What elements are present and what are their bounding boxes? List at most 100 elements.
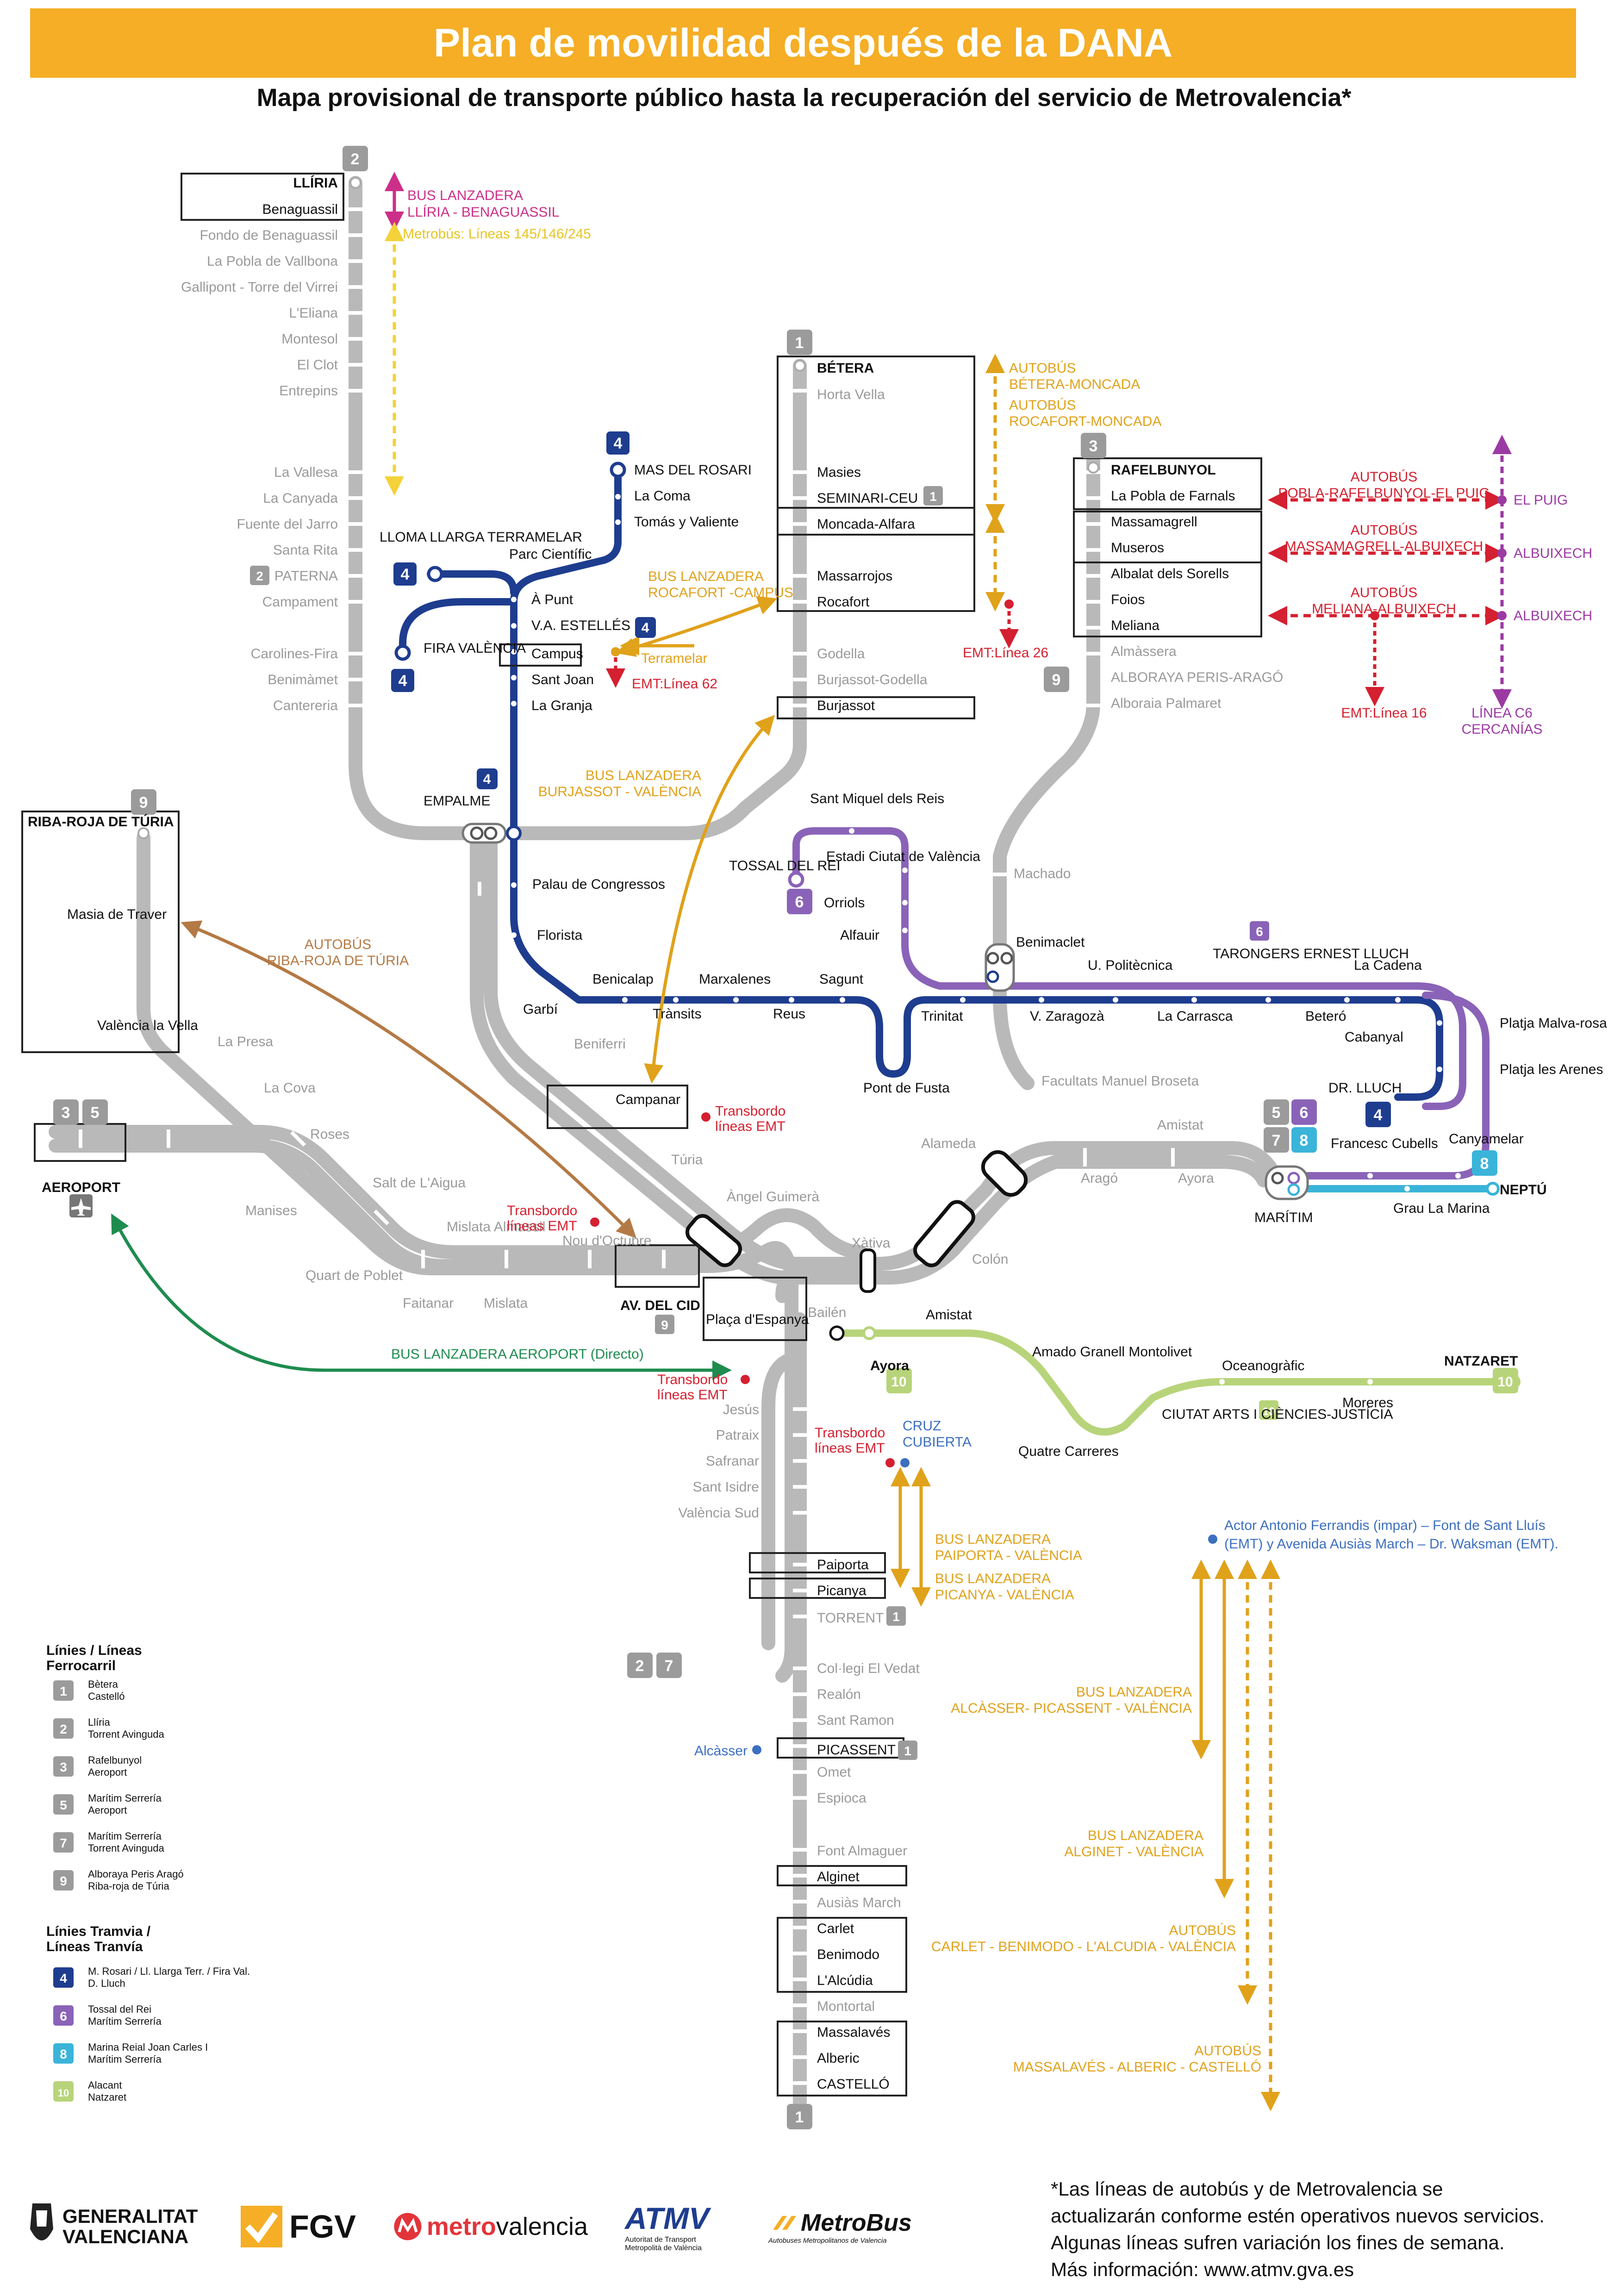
legend-text: Marítim Serrería (88, 2015, 162, 2027)
torrent-branch-track (761, 1354, 794, 1650)
svg-text:Picanya: Picanya (817, 1583, 866, 1598)
badge-l6-tarongers: 6 (1250, 921, 1269, 941)
svg-text:ROCAFORT-MONCADA: ROCAFORT-MONCADA (1009, 414, 1161, 429)
svg-text:EMT:Línea 62: EMT:Línea 62 (632, 676, 717, 692)
svg-text:2: 2 (351, 150, 360, 168)
svg-text:La Vallesa: La Vallesa (274, 465, 338, 480)
svg-text:7: 7 (60, 1836, 67, 1850)
legend-text: M. Rosari / Ll. Llarga Terr. / Fira Val. (88, 1965, 250, 1977)
badge-l4-fira: 4 (391, 669, 414, 692)
svg-text:LLÍRIA - BENAGUASSIL: LLÍRIA - BENAGUASSIL (407, 205, 559, 220)
svg-text:6: 6 (1300, 1104, 1309, 1122)
svg-text:5: 5 (1272, 1104, 1281, 1122)
svg-text:Aragó: Aragó (1081, 1171, 1118, 1186)
svg-text:Sagunt: Sagunt (819, 972, 864, 987)
title-banner: Plan de movilidad después de la DANA (30, 8, 1576, 78)
svg-text:Masies: Masies (817, 465, 861, 480)
tram-line-4 (399, 466, 1443, 1101)
svg-text:Moncada-Alfara: Moncada-Alfara (817, 517, 915, 532)
svg-text:La Carrasca: La Carrasca (1157, 1009, 1233, 1024)
badge-l4-masrosari: 4 (606, 431, 629, 455)
svg-text:MELIANA-ALBUIXECH: MELIANA-ALBUIXECH (1312, 601, 1456, 617)
svg-text:Línies / Líneas: Línies / Líneas (46, 1643, 142, 1658)
badge-l5-maritim: 5 (1264, 1099, 1289, 1125)
svg-text:Canyamelar: Canyamelar (1449, 1131, 1524, 1147)
gva-emblem-icon (30, 2203, 53, 2240)
svg-text:Ausiàs March: Ausiàs March (817, 1895, 901, 1910)
svg-text:NEPTÚ: NEPTÚ (1500, 1182, 1547, 1198)
svg-text:TORRENT: TORRENT (817, 1610, 884, 1626)
svg-text:Amistat: Amistat (926, 1307, 972, 1323)
svg-text:Parc Científic: Parc Científic (509, 547, 592, 562)
svg-text:Amistat: Amistat (1157, 1117, 1204, 1133)
svg-text:RIBA-ROJA DE TÚRIA: RIBA-ROJA DE TÚRIA (28, 814, 174, 830)
legend-badge (53, 1756, 74, 1777)
svg-text:10: 10 (891, 1374, 906, 1390)
svg-text:La Cova: La Cova (264, 1080, 316, 1096)
svg-text:CIUTAT ARTS I CIÈNCIES-JUSTÍCI: CIUTAT ARTS I CIÈNCIES-JUSTÍCIA (1162, 1407, 1393, 1422)
badge-l8-maritim: 8 (1291, 1127, 1317, 1153)
svg-text:1: 1 (929, 489, 937, 504)
svg-text:Benimaclet: Benimaclet (1016, 935, 1085, 950)
fgv-logo: FGV (241, 2190, 361, 2264)
svg-text:Plaça d'Espanya: Plaça d'Espanya (706, 1312, 809, 1327)
svg-text:PAIPORTA - VALÈNCIA: PAIPORTA - VALÈNCIA (935, 1548, 1082, 1563)
badge-l5-aeroport: 5 (82, 1099, 108, 1125)
svg-text:Quatre Carreres: Quatre Carreres (1018, 1444, 1119, 1459)
svg-text:Santa Rita: Santa Rita (273, 543, 338, 558)
emt-transfer-dot-1 (701, 1112, 711, 1122)
legend-badge (53, 1870, 74, 1890)
legend-badge (53, 1832, 74, 1853)
svg-text:La Presa: La Presa (218, 1034, 273, 1049)
svg-text:Fondo de Benaguassil: Fondo de Benaguassil (199, 228, 338, 243)
svg-text:Sant Miquel dels Reis: Sant Miquel dels Reis (810, 791, 944, 806)
badge-l1-castello: 1 (787, 2104, 812, 2129)
svg-text:Sant Ramon: Sant Ramon (817, 1713, 894, 1728)
svg-text:Benimàmet: Benimàmet (268, 672, 338, 687)
svg-text:Jesús: Jesús (723, 1402, 759, 1417)
svg-text:Àngel Guimerà: Àngel Guimerà (727, 1189, 819, 1204)
station-labels: LLÍRIA Benaguassil Fondo de Benaguassil … (28, 175, 1607, 2092)
svg-text:AV. DEL CID: AV. DEL CID (620, 1298, 700, 1313)
svg-text:Machado: Machado (1014, 866, 1071, 881)
svg-text:Rocafort: Rocafort (817, 594, 870, 610)
badge-l7-torrent: 7 (656, 1653, 682, 1678)
badge-l6-maritim: 6 (1291, 1099, 1317, 1125)
svg-text:Alfauir: Alfauir (840, 928, 879, 943)
svg-text:MAS DEL ROSARI: MAS DEL ROSARI (634, 462, 752, 478)
svg-text:BUS LANZADERA: BUS LANZADERA (1076, 1685, 1192, 1700)
svg-text:Alberic: Alberic (817, 2051, 860, 2066)
svg-text:9: 9 (60, 1874, 67, 1888)
svg-text:Quart de Poblet: Quart de Poblet (305, 1268, 403, 1283)
svg-text:10: 10 (1497, 1374, 1513, 1390)
svg-text:líneas EMT: líneas EMT (657, 1387, 728, 1403)
svg-text:Trinitat: Trinitat (921, 1009, 963, 1024)
svg-text:4: 4 (614, 435, 623, 452)
svg-text:BUS LANZADERA: BUS LANZADERA (648, 569, 764, 584)
svg-text:Ferrocarril: Ferrocarril (46, 1658, 116, 1673)
svg-text:Patraix: Patraix (716, 1428, 759, 1443)
svg-text:Alginet: Alginet (817, 1869, 860, 1884)
line-badges: 2 1 3 4 4 4 4 4 2 1 9 9 6 6 4 5 6 7 8 8 … (53, 146, 1518, 2129)
svg-text:Alameda: Alameda (921, 1136, 976, 1151)
svg-text:1: 1 (795, 334, 804, 352)
legend-text: Tossal del Rei (88, 2003, 151, 2015)
metrobus-stripes-icon (773, 2215, 796, 2230)
legend-badge (53, 2081, 74, 2102)
svg-text:València Sud: València Sud (678, 1505, 759, 1521)
svg-text:NATZARET: NATZARET (1444, 1354, 1518, 1369)
svg-text:V. Zaragozà: V. Zaragozà (1030, 1009, 1104, 1024)
svg-text:Túria: Túria (671, 1152, 703, 1167)
svg-text:L'Eliana: L'Eliana (289, 306, 338, 321)
svg-text:AUTOBÚS: AUTOBÚS (1351, 585, 1417, 600)
badge-l1-picassent: 1 (898, 1741, 917, 1760)
svg-text:Ayora: Ayora (1178, 1171, 1214, 1186)
badge-l9-ribaroja: 9 (131, 789, 156, 815)
svg-text:9: 9 (1052, 671, 1061, 689)
svg-text:Garbí: Garbí (523, 1002, 558, 1017)
svg-text:Burjassot-Godella: Burjassot-Godella (817, 672, 928, 687)
line-2-track (349, 176, 488, 840)
